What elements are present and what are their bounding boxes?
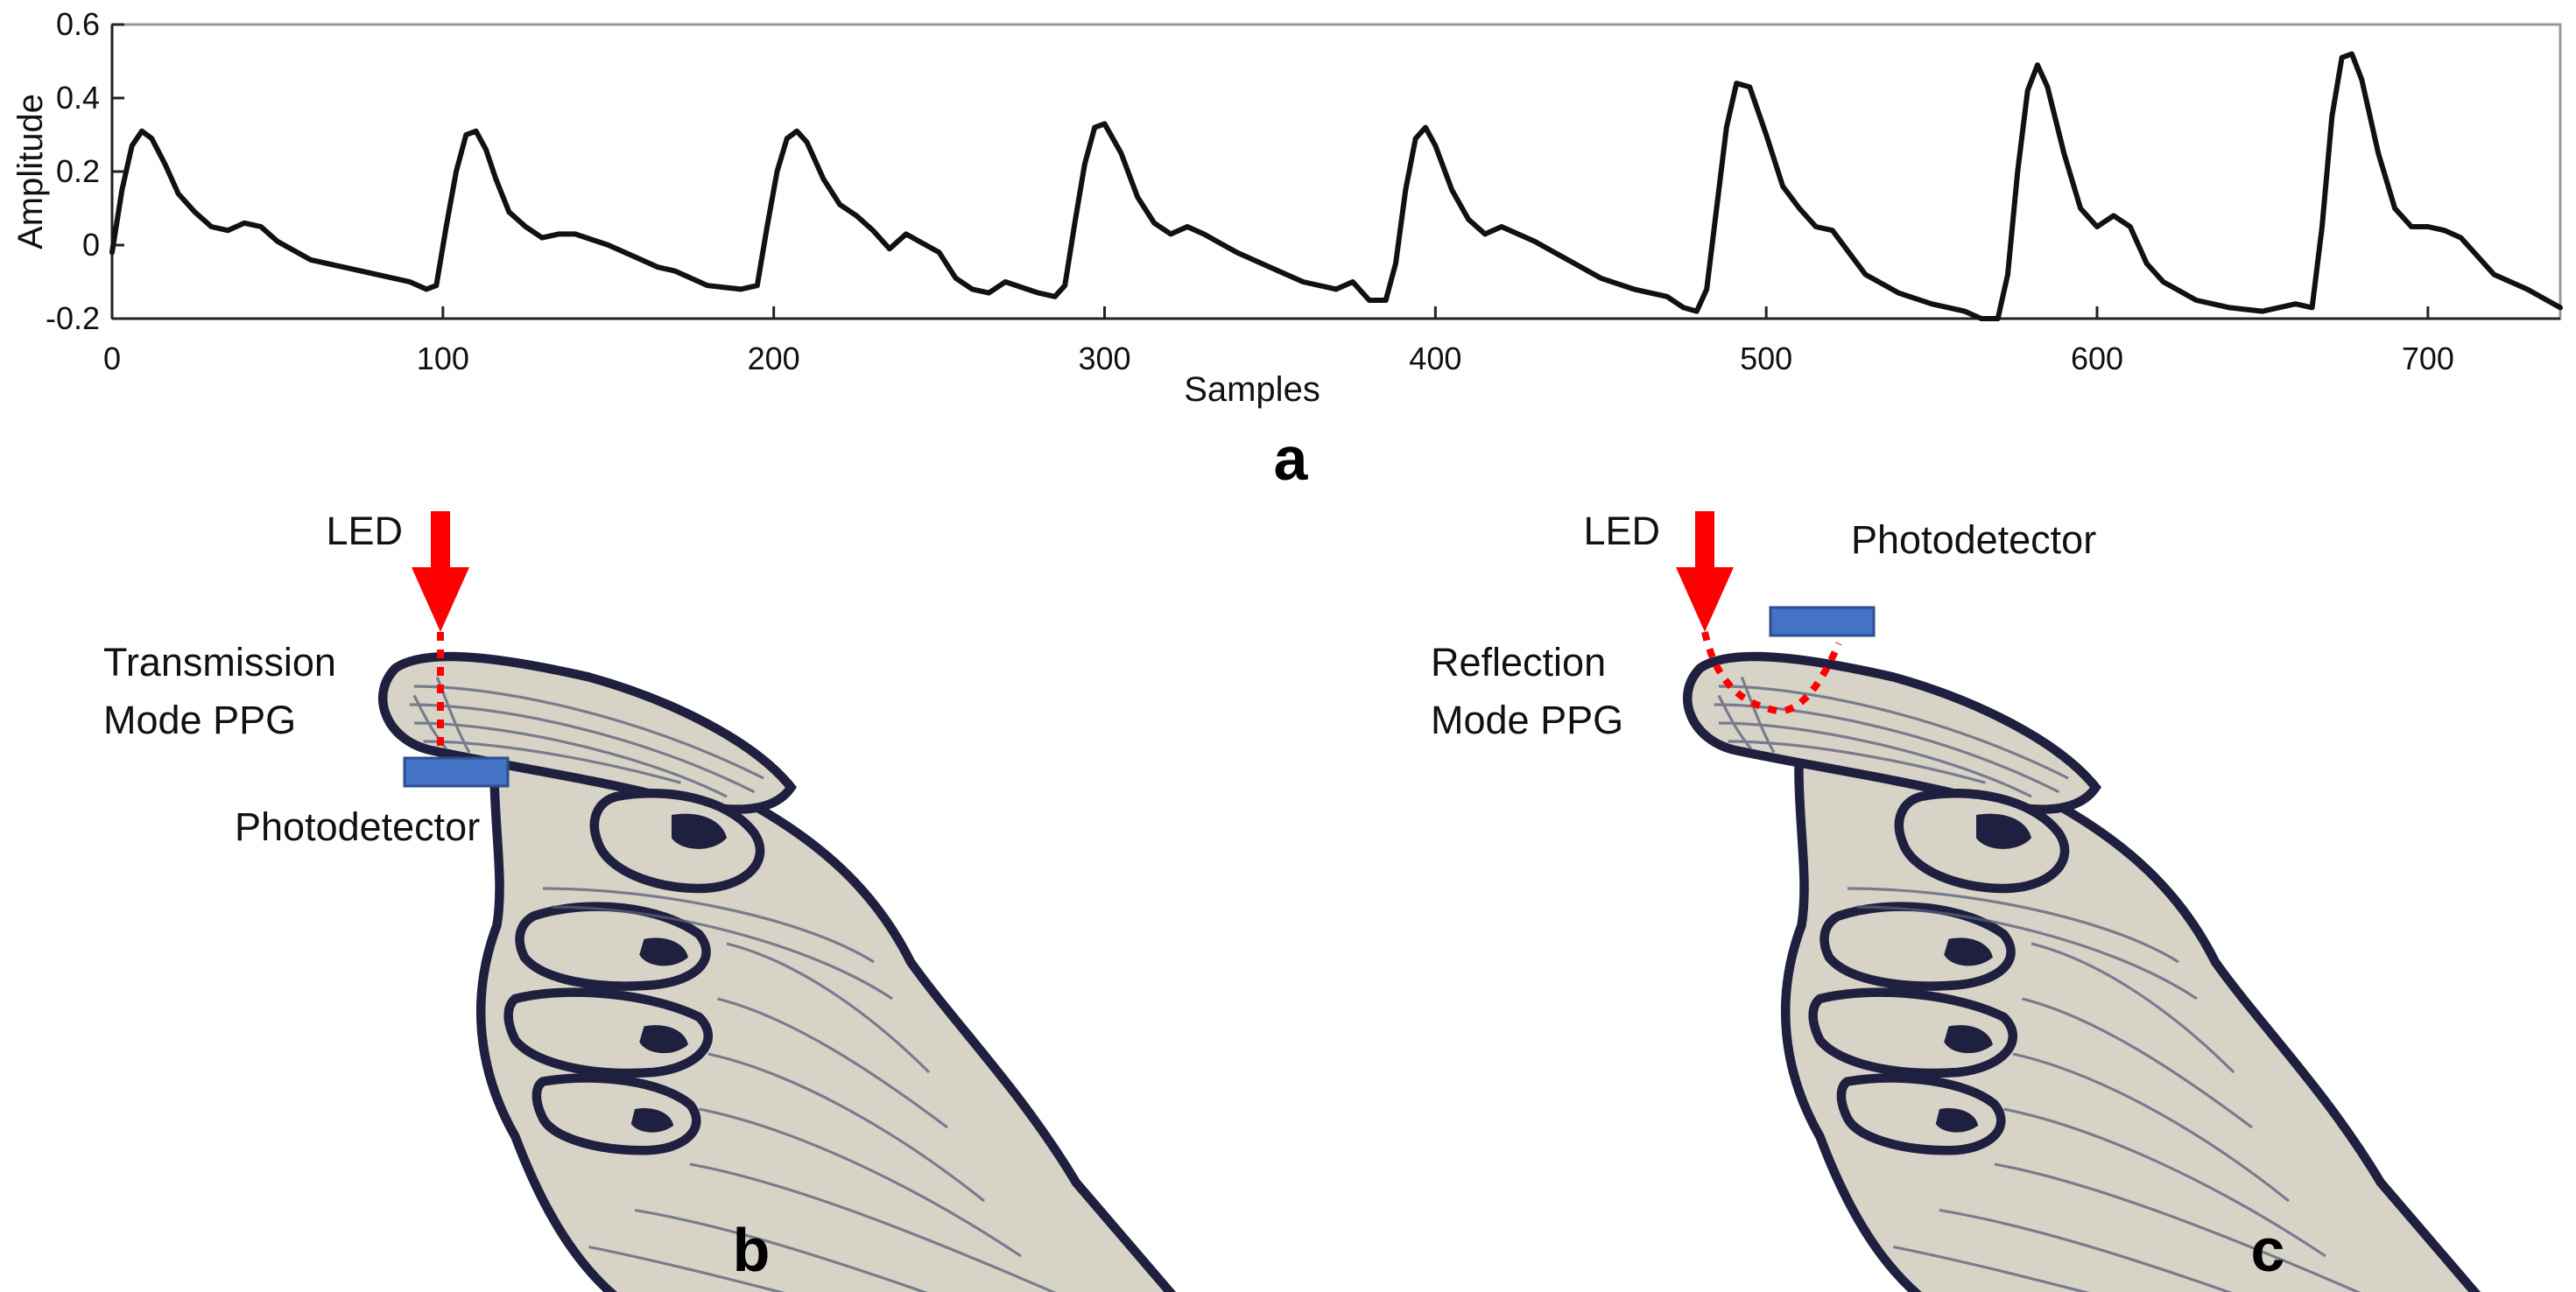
plot-area	[110, 23, 2562, 320]
photodetector-label-b: Photodetector	[235, 804, 480, 849]
panel-c-reflection: LED Photodetector Reflection Mode PPG c	[1431, 509, 2491, 1292]
led-arrow-b	[412, 511, 469, 632]
led-label-c: LED	[1583, 509, 1660, 553]
x-tick-label: 600	[2071, 341, 2123, 376]
mode-label-c-line1: Reflection	[1431, 640, 1606, 685]
mode-label-b-line2: Mode PPG	[103, 698, 296, 742]
y-tick-label: 0.6	[56, 6, 100, 42]
x-axis-title: Samples	[1184, 370, 1320, 409]
panel-letter-b: b	[733, 1216, 771, 1284]
y-tick-label: 0.2	[56, 153, 100, 189]
led-label-b: LED	[326, 509, 403, 553]
x-tick-label: 700	[2402, 341, 2454, 376]
y-tick-label: 0.4	[56, 80, 100, 116]
x-tick-label: 300	[1078, 341, 1130, 376]
photodetector-b	[403, 756, 510, 788]
mode-label-c-line2: Mode PPG	[1431, 698, 1623, 742]
y-axis-title: Amplitude	[11, 94, 50, 249]
y-tick-label: 0	[82, 227, 100, 263]
y-tick-label: -0.2	[46, 300, 100, 336]
photodetector-c	[1769, 606, 1876, 637]
panel-letter-a: a	[1274, 425, 1309, 493]
hand-illustration-b	[383, 657, 1186, 1292]
photodetector-label-c: Photodetector	[1851, 517, 2096, 562]
x-axis-ticks: 0 100 200 300 400 500 600 700	[103, 306, 2454, 376]
y-axis-ticks: -0.2 0 0.2 0.4 0.6	[46, 6, 124, 336]
light-path-reflection	[1701, 631, 1842, 715]
x-tick-label: 0	[103, 341, 121, 376]
x-tick-label: 500	[1740, 341, 1792, 376]
series-line-ppg	[109, 51, 2563, 321]
panel-letter-c: c	[2251, 1216, 2285, 1284]
x-tick-label: 100	[417, 341, 469, 376]
mode-label-b-line1: Transmission	[103, 640, 336, 685]
hand-illustration-c	[1687, 657, 2491, 1292]
x-tick-label: 400	[1409, 341, 1461, 376]
panel-b-transmission: LED Transmission Mode PPG Photodetector …	[103, 509, 1186, 1292]
x-tick-label: 200	[748, 341, 800, 376]
led-arrow-c	[1676, 511, 1734, 632]
